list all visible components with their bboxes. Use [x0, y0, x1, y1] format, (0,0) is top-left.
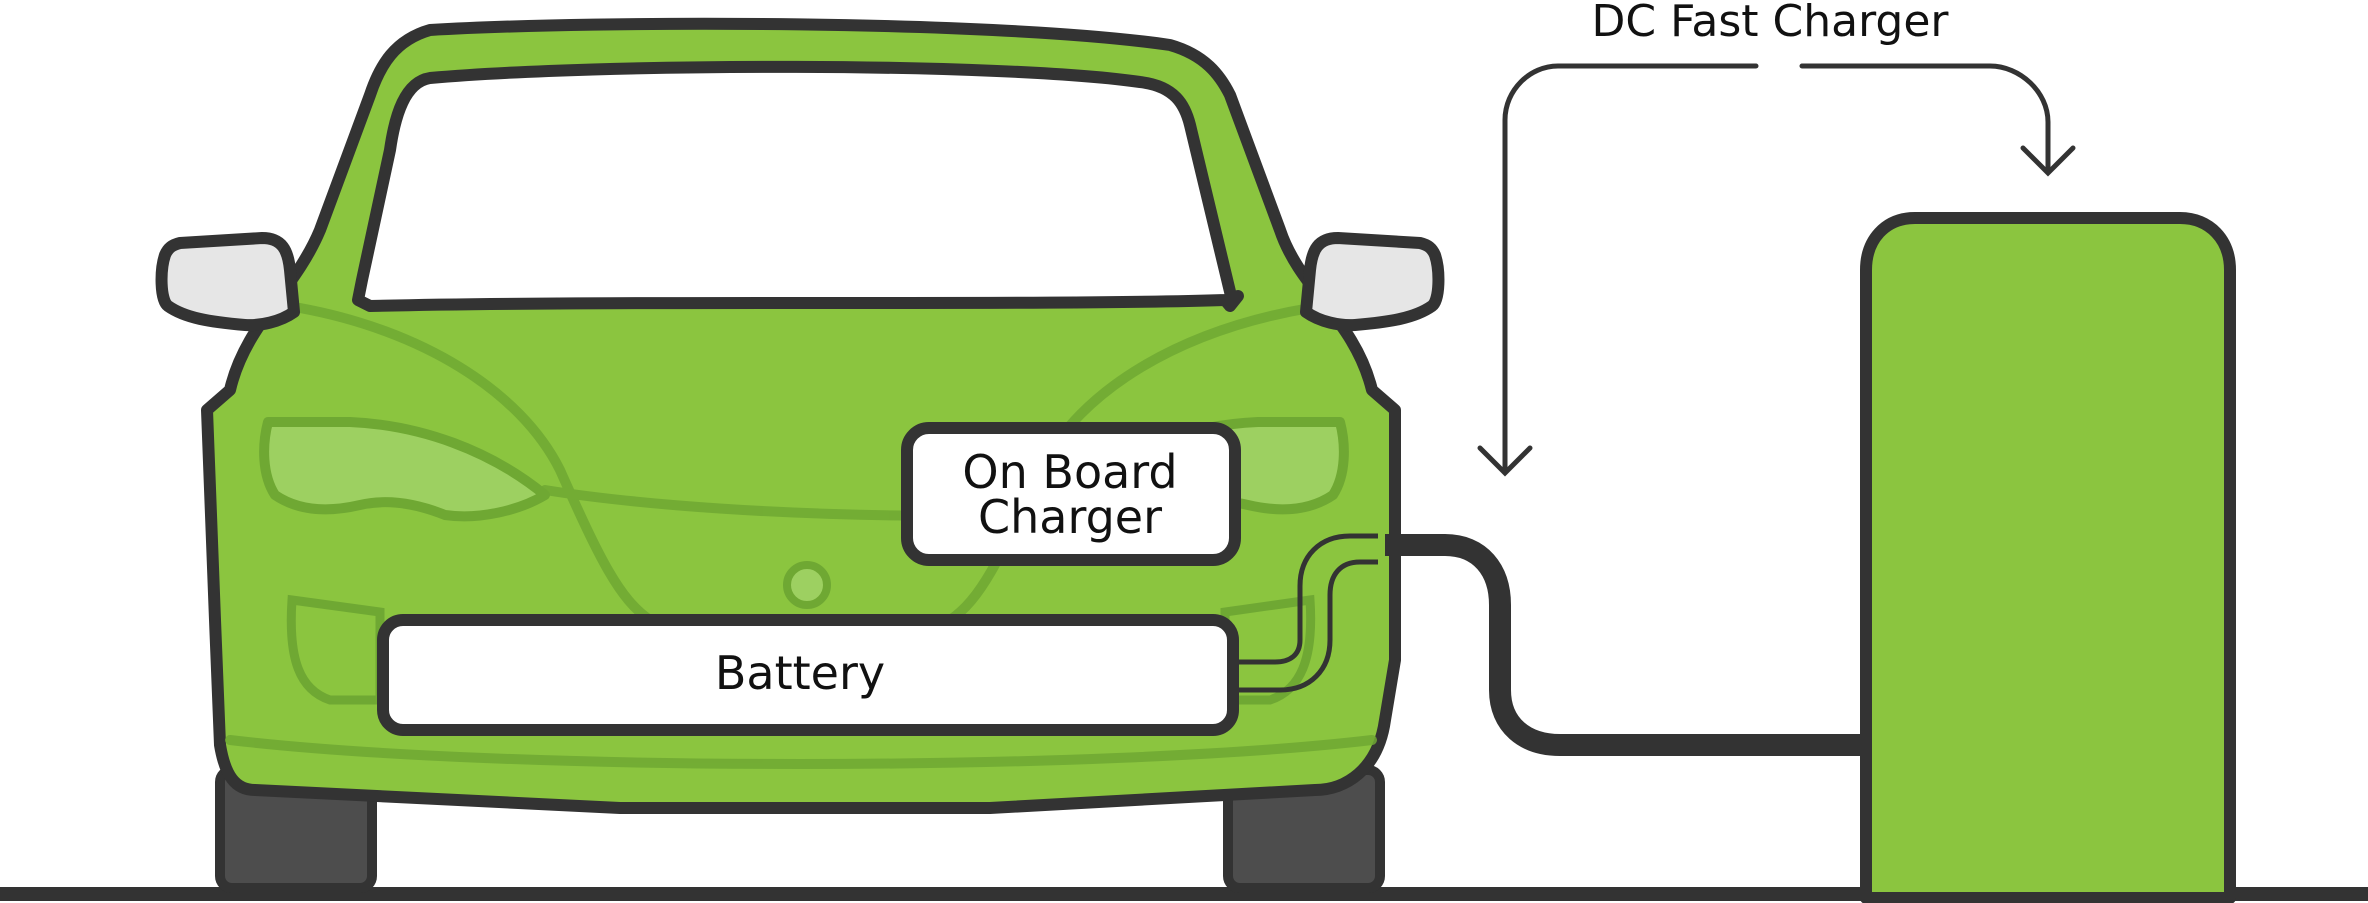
dc-charging-cable [1385, 534, 1862, 756]
on-board-charger-label-line2: Charger [978, 490, 1162, 544]
on-board-charger-box [901, 422, 1241, 566]
car-emblem [783, 561, 831, 609]
right-mirror [1300, 232, 1445, 332]
battery-label: Battery [714, 646, 886, 700]
left-lower-vent [286, 594, 385, 705]
windshield [352, 60, 1244, 312]
dc-fast-charger-label: DC Fast Charger [1591, 0, 1949, 47]
on-board-charger-label-line1: On Board [962, 445, 1178, 499]
dc-flow-arrow [1502, 63, 2051, 473]
arrow-head-down-station [2020, 145, 2076, 177]
battery-box [377, 614, 1239, 736]
left-headlight [259, 417, 550, 522]
left-mirror [155, 232, 300, 332]
arrow-head-down-car [1477, 445, 1533, 477]
right-lower-vent [1220, 594, 1316, 705]
dc-charger-station [1860, 212, 2236, 903]
internal-wiring [1235, 533, 1378, 693]
dc-charging-cable-inner [1385, 545, 1862, 745]
